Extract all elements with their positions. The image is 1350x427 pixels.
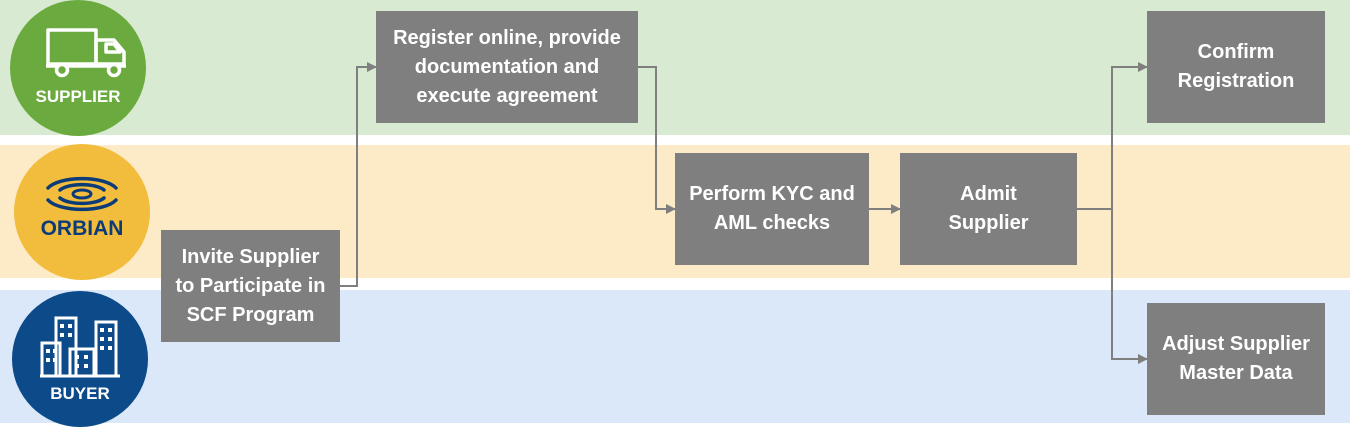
step-text-line: to Participate in <box>175 274 326 297</box>
step-text-line: SCF Program <box>186 303 315 326</box>
step-text-line: execute agreement <box>416 84 598 107</box>
step-text-line: Master Data <box>1179 362 1293 384</box>
step-register-online: Register online, provide documentation a… <box>376 11 638 123</box>
step-text-line: AML checks <box>713 212 831 234</box>
step-adjust-master-data: Adjust Supplier Master Data <box>1147 303 1325 415</box>
step-perform-kyc: Perform KYC and AML checks <box>675 153 869 265</box>
buyer-lane-label: BUYER <box>50 384 110 403</box>
truck-icon <box>46 28 126 78</box>
step-text-line: Adjust Supplier <box>1162 333 1310 355</box>
step-invite-supplier: Invite Supplier to Participate in SCF Pr… <box>161 230 340 342</box>
orbian-lane-label: ORBIAN <box>40 217 124 240</box>
step-text-line: Confirm <box>1197 41 1275 63</box>
step-text-line: Register online, provide <box>393 26 621 49</box>
supplier-lane-label: SUPPLIER <box>35 87 121 106</box>
orbian-logo-icon <box>46 176 118 212</box>
step-text-line: Perform KYC and <box>689 183 855 205</box>
step-text-line: Supplier <box>948 212 1029 234</box>
step-text-line: documentation and <box>414 55 600 78</box>
buildings-icon <box>40 316 120 378</box>
buyer-lane-badge: BUYER <box>12 291 148 427</box>
step-confirm-registration: Confirm Registration <box>1147 11 1325 123</box>
step-text-line: Admit <box>960 183 1017 205</box>
orbian-lane-badge: ORBIAN <box>14 144 150 280</box>
step-admit-supplier: Admit Supplier <box>900 153 1077 265</box>
step-text-line: Invite Supplier <box>181 245 320 268</box>
supplier-lane-badge: SUPPLIER <box>10 0 146 136</box>
step-text-line: Registration <box>1177 70 1295 92</box>
